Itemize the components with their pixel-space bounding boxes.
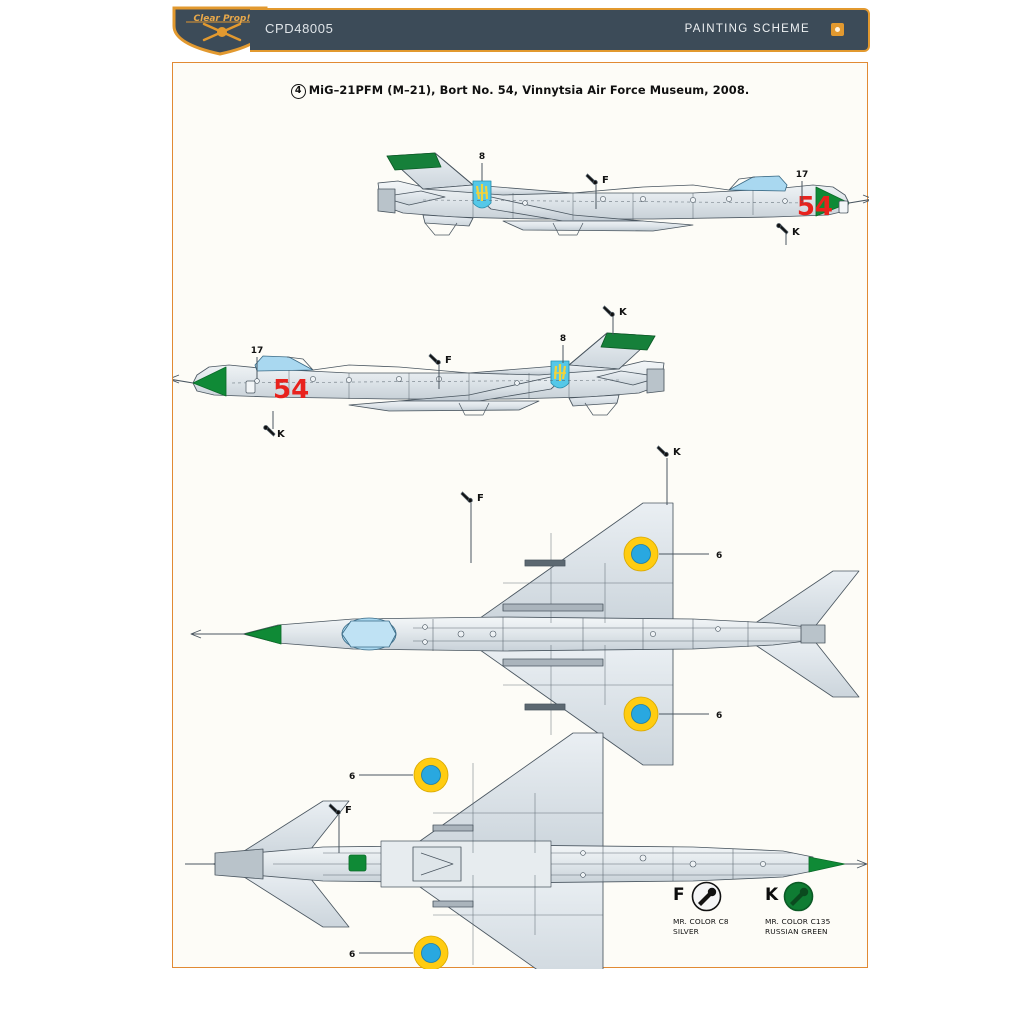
paint-swatch-F: F MR. COLOR C8 SILVER — [673, 881, 759, 953]
callout-F-bottom: F — [328, 803, 352, 853]
callout-K-port-upper: K — [602, 305, 628, 335]
svg-text:K: K — [277, 429, 286, 440]
svg-text:8: 8 — [479, 152, 485, 162]
ukrainian-roundel — [623, 696, 659, 732]
callout-17-port: 17 — [251, 346, 264, 379]
paint-name-K-line1: MR. COLOR C135 — [765, 917, 831, 926]
callout-F-starboard: F — [585, 173, 609, 209]
aircraft-profile-artwork: 54 — [173, 63, 869, 969]
clear-prop-models-logo: Clear Prop! — [170, 4, 278, 58]
svg-text:F: F — [445, 355, 452, 366]
callout-F-top: F — [460, 491, 484, 563]
scheme-caption: MiG–21PFM (M–21), Bort No. 54, Vinnytsia… — [308, 83, 750, 97]
orange-marker-badge — [831, 23, 844, 36]
callout-6-bottom-upper: 6 — [349, 772, 413, 782]
bottom-plan-view: 6 6 F — [185, 732, 868, 969]
paint-disc-silver — [691, 881, 722, 912]
port-side-annotations: 54 17 F 8 K — [245, 305, 628, 440]
paint-legend: F MR. COLOR C8 SILVER K MR. COLOR C — [673, 881, 853, 953]
callout-17-starboard: 17 — [796, 170, 809, 201]
callout-K-starboard: K — [776, 223, 801, 245]
paint-name-F-line2: SILVER — [673, 927, 699, 936]
ukrainian-trident-insignia — [550, 360, 570, 389]
svg-text:K: K — [792, 227, 801, 238]
header-bar: Clear Prop! CPD48005 PAINTING SCHEME — [170, 6, 870, 56]
ukrainian-roundel — [413, 935, 449, 969]
kit-code: CPD48005 — [265, 21, 334, 36]
starboard-side-view: 54 — [377, 152, 869, 245]
svg-text:6: 6 — [716, 551, 722, 561]
svg-text:17: 17 — [251, 346, 264, 356]
bort-number: 54 — [273, 375, 309, 405]
callout-6-top-lower: 6 — [659, 711, 722, 721]
svg-text:K: K — [673, 447, 682, 458]
callout-8-starboard: 8 — [479, 152, 485, 181]
svg-text:8: 8 — [560, 334, 566, 344]
callout-F-port: F — [428, 353, 452, 389]
scheme-number: 4 — [290, 84, 306, 99]
svg-text:6: 6 — [716, 711, 722, 721]
callout-6-top-upper: 6 — [659, 551, 722, 561]
top-plan-view: 6 6 K F — [190, 445, 860, 766]
paint-swatch-K: K MR. COLOR C135 RUSSIAN GREEN — [765, 881, 851, 953]
ukrainian-roundel — [623, 536, 659, 572]
svg-text:K: K — [619, 307, 628, 318]
callout-K-top: K — [656, 445, 682, 505]
paint-disc-russian-green — [783, 881, 814, 912]
callout-8-port: 8 — [560, 334, 566, 363]
svg-text:F: F — [345, 805, 352, 816]
svg-text:17: 17 — [796, 170, 809, 180]
paint-name-K-line2: RUSSIAN GREEN — [765, 927, 828, 936]
paint-code-F: F — [673, 885, 685, 905]
svg-text:6: 6 — [349, 772, 355, 782]
section-title: PAINTING SCHEME — [684, 23, 810, 35]
header-plate — [250, 8, 870, 52]
svg-text:Clear Prop!: Clear Prop! — [194, 14, 251, 24]
callout-K-port-lower: K — [263, 411, 286, 440]
ukrainian-roundel — [413, 757, 449, 793]
callout-6-bottom-lower: 6 — [349, 950, 413, 960]
bort-number: 54 — [797, 192, 833, 222]
svg-text:6: 6 — [349, 950, 355, 960]
paint-code-K: K — [765, 885, 779, 905]
ukrainian-trident-insignia — [472, 180, 492, 209]
svg-text:F: F — [602, 175, 609, 186]
svg-text:F: F — [477, 493, 484, 504]
port-side-view — [173, 332, 665, 416]
paint-name-F-line1: MR. COLOR C8 — [673, 917, 729, 926]
